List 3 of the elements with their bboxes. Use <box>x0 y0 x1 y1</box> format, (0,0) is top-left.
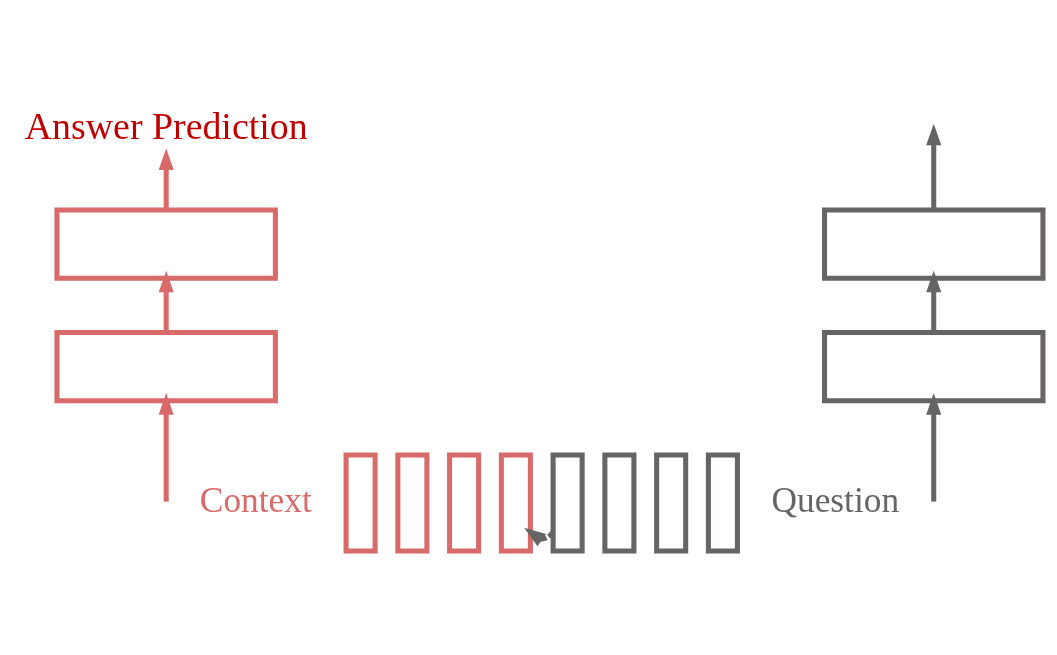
node-text: Answer Prediction <box>24 105 308 148</box>
label: Question <box>771 480 900 520</box>
label: Context <box>199 480 312 520</box>
